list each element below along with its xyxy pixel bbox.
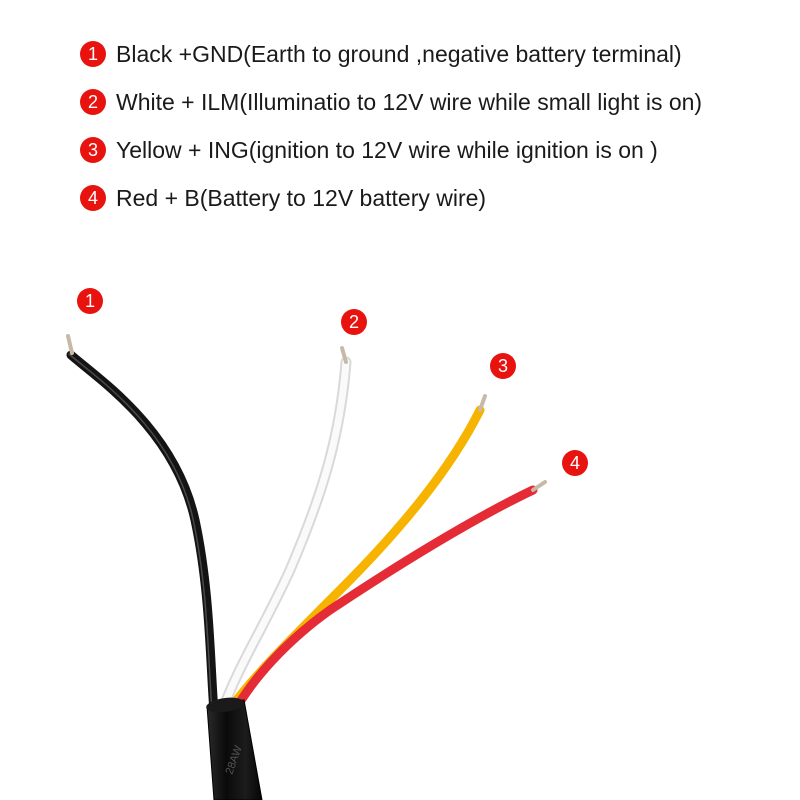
- black-wire: [66, 350, 219, 717]
- legend-item-yellow: 3 Yellow + ING(ignition to 12V wire whil…: [80, 126, 702, 174]
- legend-text-black: Black +GND(Earth to ground ,negative bat…: [116, 40, 682, 67]
- legend-item-red: 4 Red + B(Battery to 12V battery wire): [80, 174, 702, 222]
- wire-legend: 1 Black +GND(Earth to ground ,negative b…: [80, 30, 702, 222]
- legend-item-black: 1 Black +GND(Earth to ground ,negative b…: [80, 30, 702, 78]
- number-badge-2: 2: [80, 89, 106, 115]
- number-badge-3: 3: [80, 137, 106, 163]
- wire-marker-1: 1: [77, 288, 103, 314]
- red-wire: [229, 485, 538, 717]
- red-wire-tip: [531, 480, 547, 492]
- white-wire-tip: [340, 346, 348, 364]
- yellow-wire-tip: [478, 394, 487, 412]
- number-badge-1: 1: [80, 41, 106, 67]
- legend-text-red: Red + B(Battery to 12V battery wire): [116, 184, 487, 211]
- white-wire: [216, 356, 352, 718]
- number-badge-4: 4: [80, 185, 106, 211]
- wire-marker-4: 4: [562, 450, 588, 476]
- legend-text-yellow: Yellow + ING(ignition to 12V wire while …: [116, 136, 658, 163]
- wire-marker-3: 3: [490, 353, 516, 379]
- wire-marker-2: 2: [341, 309, 367, 335]
- legend-item-white: 2 White + ILM(Illuminatio to 12V wire wh…: [80, 78, 702, 126]
- legend-text-white: White + ILM(Illuminatio to 12V wire whil…: [116, 88, 703, 115]
- black-wire-tip: [66, 334, 74, 355]
